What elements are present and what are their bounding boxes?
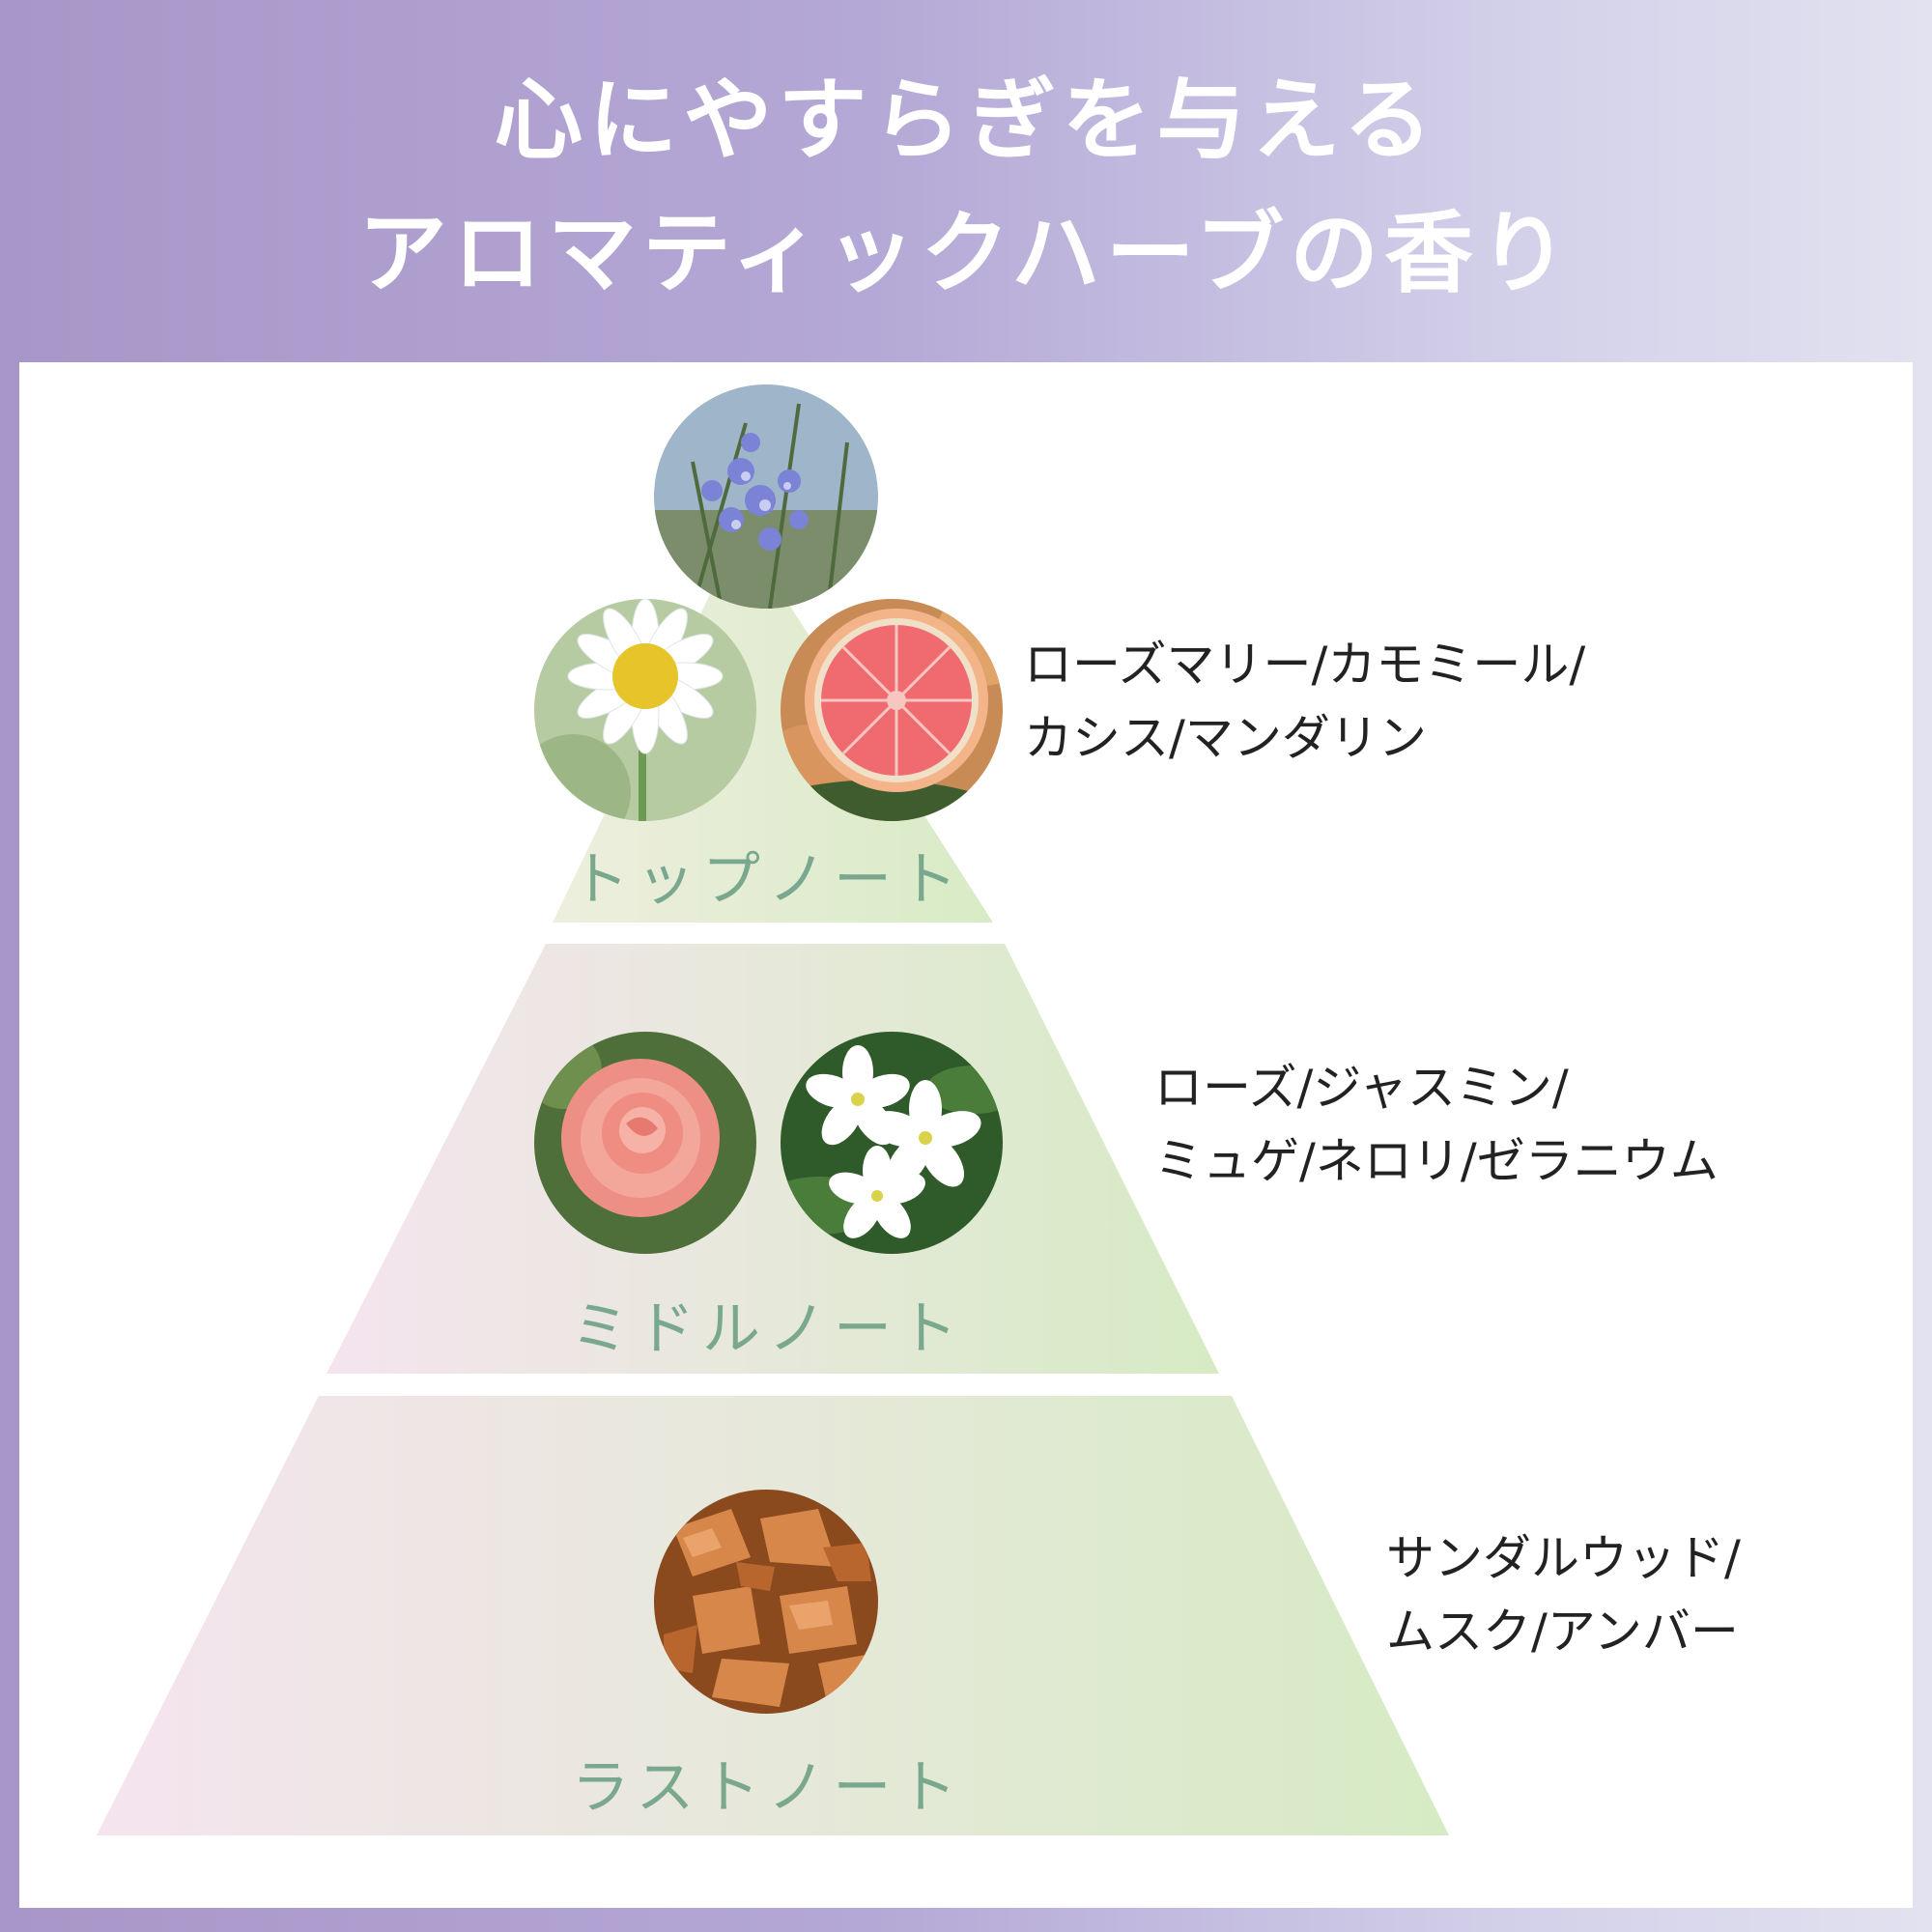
tier-notes-middle-line1: ローズ/ジャスミン/ bbox=[1154, 1060, 1569, 1116]
chamomile-photo bbox=[534, 599, 756, 821]
rose-photo bbox=[534, 1032, 756, 1254]
header-title-line2: アロマティックハーブの香り bbox=[357, 201, 1575, 305]
tier-label-top: トップノート bbox=[571, 846, 965, 914]
tier-notes-top: ローズマリー/カモミール/ カシス/マンダリン bbox=[1024, 628, 1585, 775]
tier-notes-top-line1: ローズマリー/カモミール/ bbox=[1024, 637, 1586, 693]
tier-notes-bottom-line2: ムスク/アンバー bbox=[1386, 1604, 1739, 1660]
tier-notes-bottom-line1: サンダルウッド/ bbox=[1386, 1530, 1741, 1586]
tier-notes-bottom: サンダルウッド/ ムスク/アンバー bbox=[1386, 1521, 1741, 1668]
jasmine-photo bbox=[781, 1032, 1003, 1254]
sandalwood-photo bbox=[654, 1490, 878, 1714]
tier-label-bottom: ラストノート bbox=[571, 1754, 965, 1822]
rosemary-photo bbox=[654, 384, 878, 609]
tier-notes-middle-line2: ミュゲ/ネロリ/ゼラニウム bbox=[1154, 1133, 1719, 1189]
header-title: 心にやすらぎを与える アロマティックハーブの香り bbox=[0, 53, 1932, 320]
tier-notes-middle: ローズ/ジャスミン/ ミュゲ/ネロリ/ゼラニウム bbox=[1154, 1051, 1719, 1198]
tier-label-middle: ミドルノート bbox=[571, 1295, 965, 1363]
pyramid-tier-middle bbox=[327, 944, 1219, 1374]
pyramid-tier-top bbox=[553, 594, 993, 923]
tier-notes-top-line2: カシス/マンダリン bbox=[1024, 710, 1427, 766]
grapefruit-photo bbox=[781, 599, 1003, 821]
header-title-line1: 心にやすらぎを与える bbox=[494, 68, 1438, 172]
